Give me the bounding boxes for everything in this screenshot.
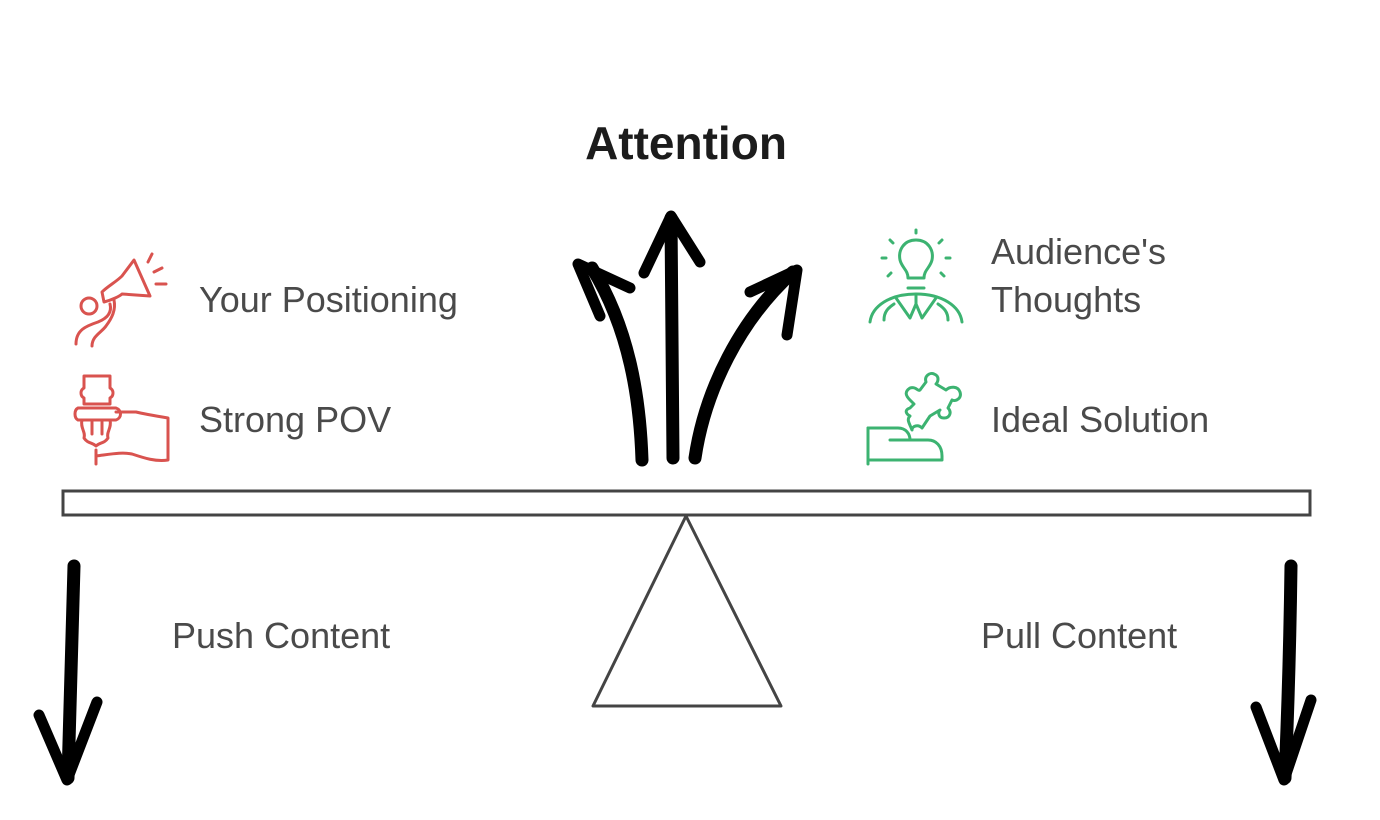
attention-arrows bbox=[572, 210, 803, 467]
seesaw-beam bbox=[61, 489, 1312, 517]
megaphone-person-icon bbox=[74, 252, 168, 348]
arrow-up-right-icon bbox=[688, 264, 803, 465]
label-your-positioning: Your Positioning bbox=[199, 279, 458, 320]
hand-holding-microphone-icon bbox=[73, 374, 170, 466]
arrow-up-left-icon bbox=[572, 258, 649, 467]
seesaw-fulcrum bbox=[591, 514, 783, 708]
label-audiences-thoughts-line1: Audience's bbox=[991, 231, 1166, 272]
label-strong-pov: Strong POV bbox=[199, 399, 392, 440]
label-pull-content: Pull Content bbox=[981, 615, 1178, 656]
label-push-content: Push Content bbox=[172, 615, 391, 656]
lightbulb-person-icon bbox=[868, 228, 964, 324]
hand-holding-puzzle-icon bbox=[866, 372, 962, 466]
diagram-title: Attention bbox=[585, 117, 787, 169]
label-ideal-solution: Ideal Solution bbox=[991, 399, 1210, 440]
arrow-down-right-icon bbox=[1250, 559, 1317, 786]
arrow-up-center-icon bbox=[638, 210, 706, 465]
label-audiences-thoughts-line2: Thoughts bbox=[991, 279, 1142, 320]
arrow-down-left-icon bbox=[33, 559, 103, 786]
